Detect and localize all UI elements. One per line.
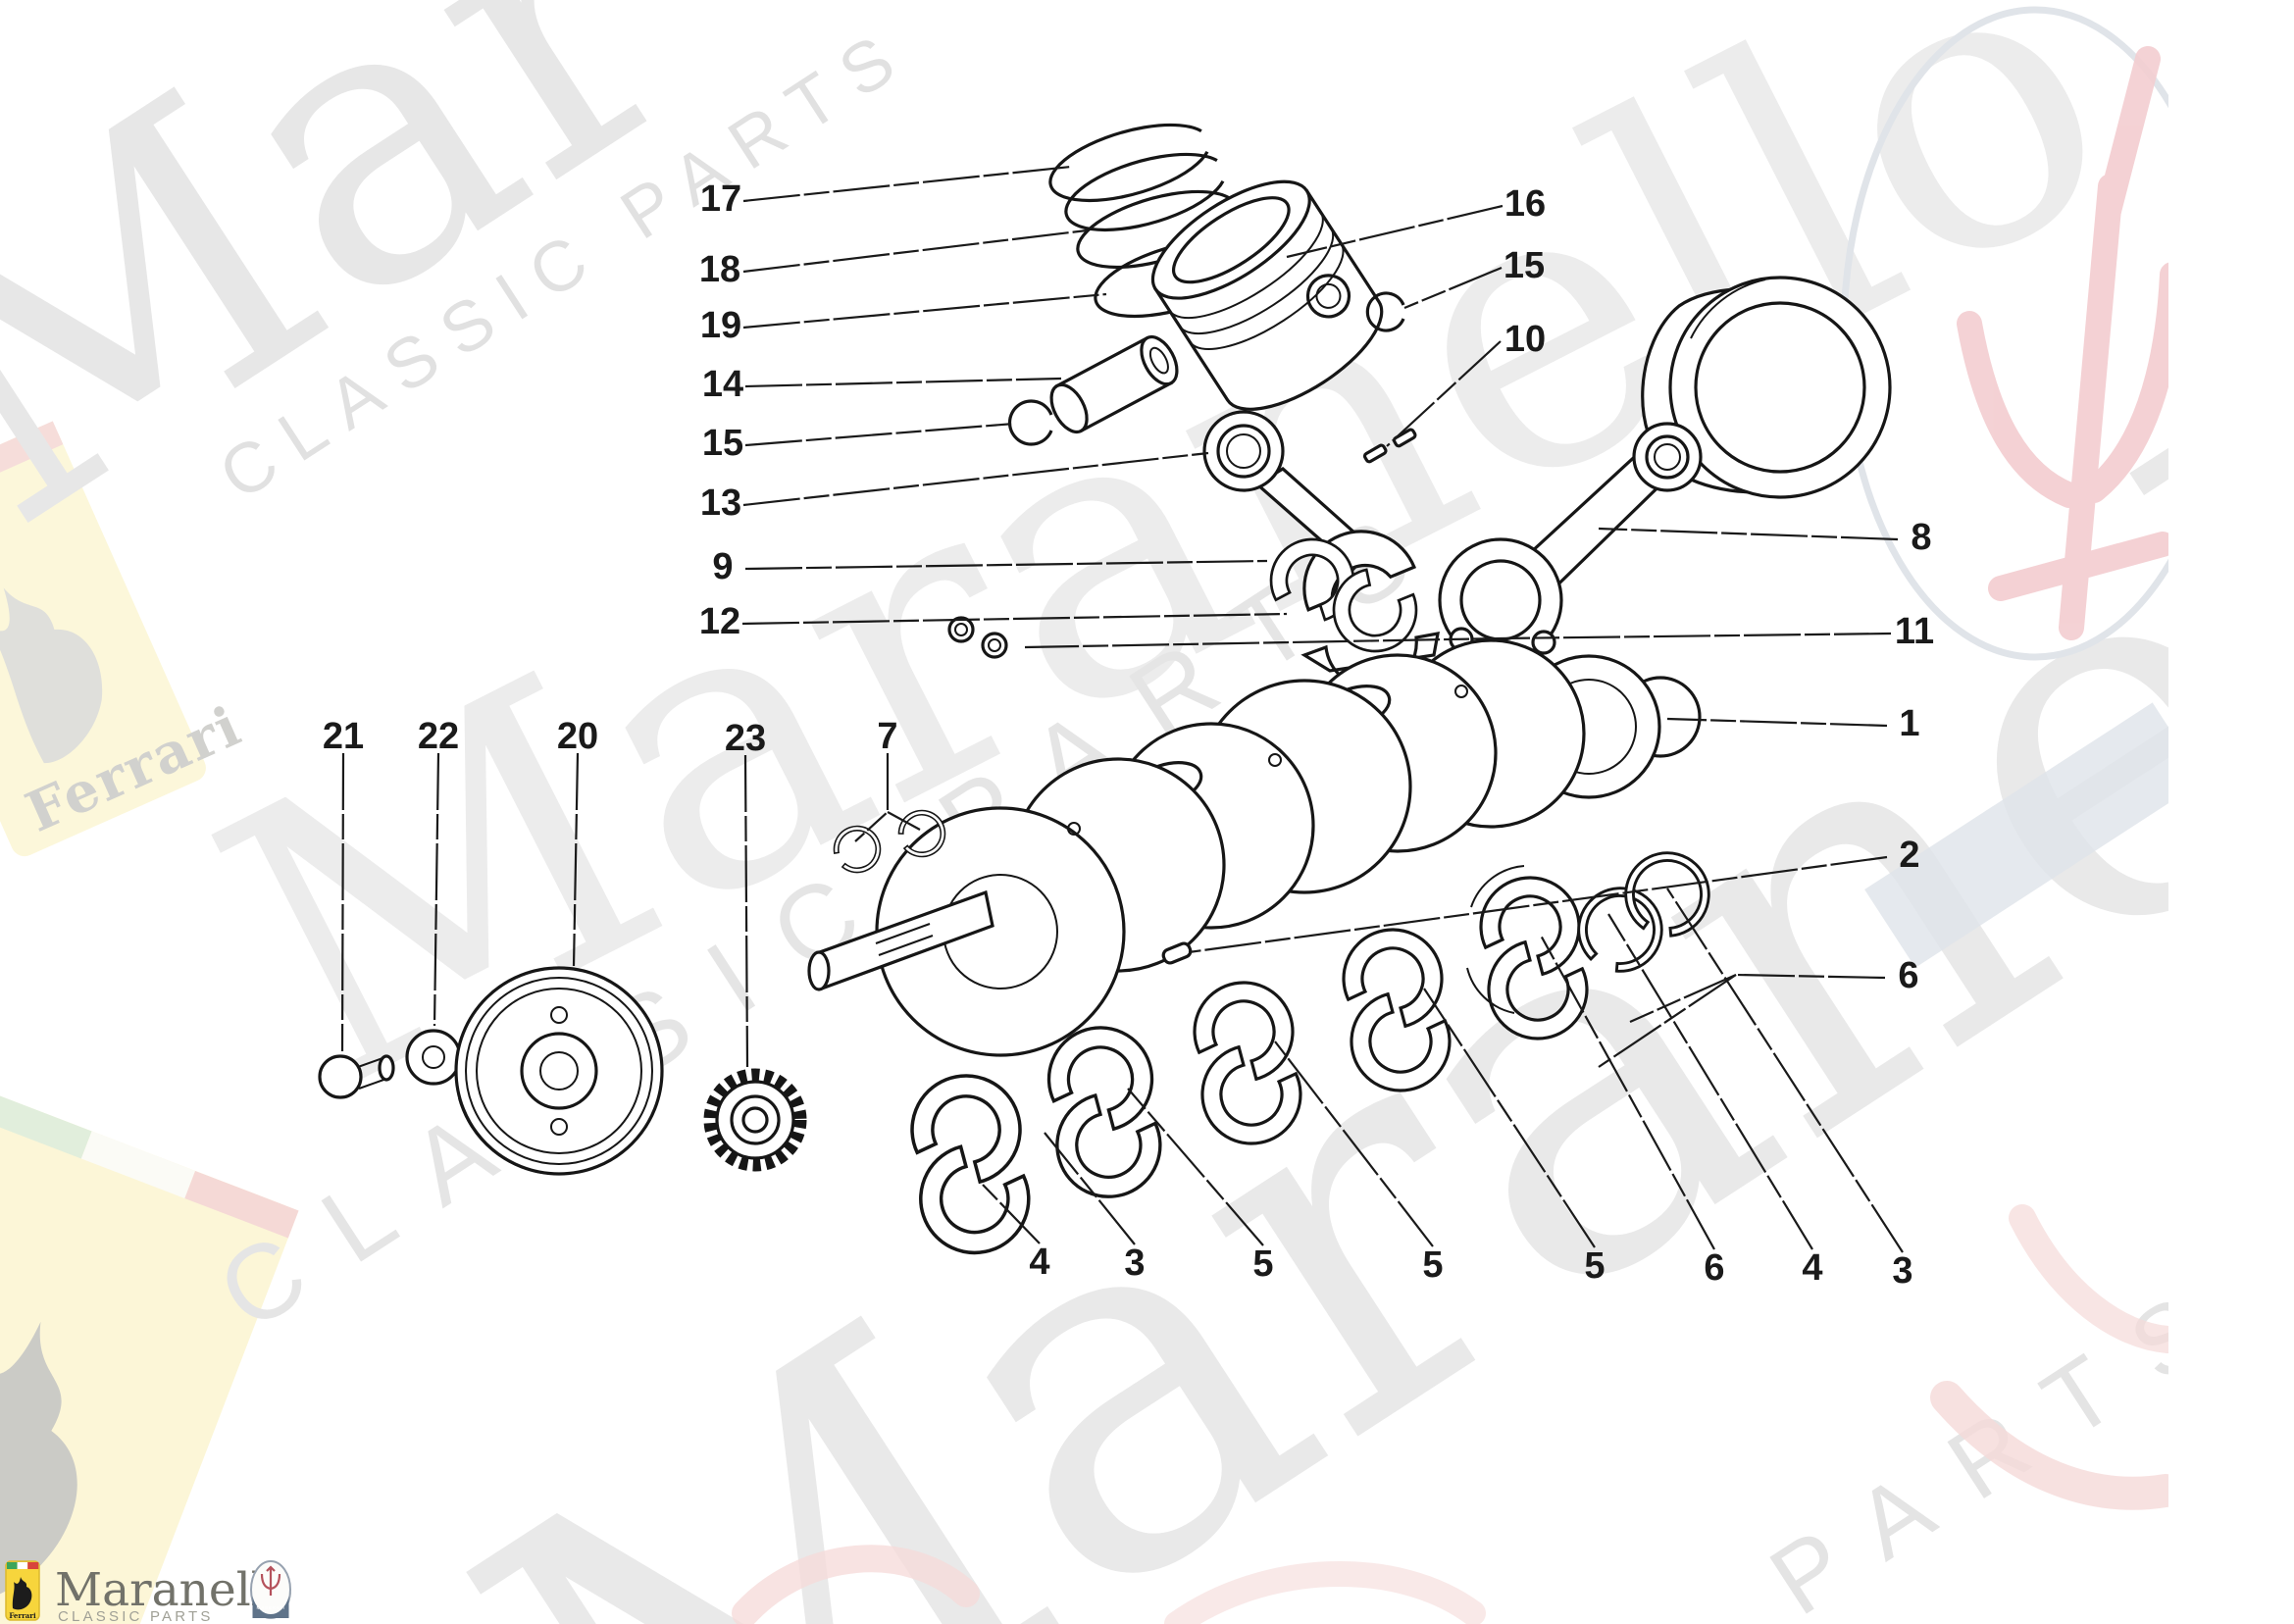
callout-5a: 5 (1252, 1243, 1273, 1285)
callout-20: 20 (557, 716, 598, 757)
circlip-left (1007, 399, 1053, 446)
callout-3b: 3 (1892, 1250, 1912, 1292)
callout-2: 2 (1899, 835, 1919, 876)
callout-23: 23 (725, 718, 766, 759)
illustration-layer: 17 18 19 14 15 13 9 12 16 15 10 8 11 1 2… (318, 123, 1934, 1292)
connecting-rod-right (1438, 422, 1703, 663)
callout-13: 13 (700, 482, 741, 524)
faded-maserati-badge (1840, 6, 2168, 968)
small-end-bush (1216, 424, 1271, 479)
callout-16: 16 (1504, 183, 1546, 225)
damper-group (318, 966, 807, 1176)
callout-15: 15 (702, 423, 743, 464)
callout-4b: 4 (1802, 1247, 1822, 1289)
callout-4a: 4 (1029, 1242, 1049, 1283)
watermark-mar: Mar (0, 0, 753, 613)
ferrari-shield-icon: Ferrari (5, 1560, 40, 1621)
rod-bolts (1362, 428, 1417, 464)
piston-left (1150, 179, 1384, 411)
callout-9: 9 (712, 546, 733, 587)
callouts: 17 18 19 14 15 13 9 12 16 15 10 8 11 1 2… (323, 178, 1934, 1292)
callout-5b: 5 (1422, 1244, 1443, 1286)
callout-12: 12 (699, 601, 740, 642)
vibration-damper (454, 966, 664, 1176)
trident-icon (260, 1565, 281, 1596)
maserati-badge-icon: MASERATI (250, 1560, 291, 1619)
callout-6: 6 (1898, 955, 1918, 996)
callout-1: 1 (1899, 703, 1919, 744)
callout-17: 17 (700, 178, 741, 220)
flanged-main-bearing (1466, 862, 1599, 1055)
main-bearing-row (899, 841, 1720, 1270)
callout-19: 19 (700, 305, 741, 346)
timing-gear (703, 1068, 807, 1172)
piston-right-crown (1668, 276, 1892, 499)
piston-pin (1049, 334, 1179, 434)
damper-washer (405, 1029, 462, 1086)
woodruff-key (1161, 941, 1193, 965)
callout-7: 7 (877, 716, 897, 757)
callout-14: 14 (702, 364, 743, 405)
callout-8: 8 (1911, 517, 1931, 558)
piston-right-assembly (1438, 276, 1892, 663)
callout-22: 22 (418, 716, 459, 757)
crankshaft (807, 638, 1702, 1057)
maserati-wordmark: MASERATI (257, 1605, 285, 1611)
ferrari-wordmark: Ferrari (9, 1611, 36, 1620)
callout-6b: 6 (1704, 1247, 1724, 1289)
callout-5c: 5 (1584, 1245, 1605, 1287)
faded-trident-icon (1957, 46, 2168, 640)
damper-bolt (318, 1054, 395, 1099)
callout-18: 18 (699, 249, 740, 290)
faded-ferrari-badge-bottom (0, 1091, 299, 1624)
callout-11: 11 (1895, 611, 1934, 652)
circlip-right (1365, 291, 1405, 332)
maranello-classic-parts-logo: Ferrari Maranello CLASSIC PARTS MASERATI (5, 1560, 293, 1624)
pink-watermark-strokes (732, 1204, 2168, 1624)
logo-tagline: CLASSIC PARTS (58, 1608, 214, 1624)
callout-21: 21 (323, 716, 364, 757)
leader-lines (340, 165, 1904, 1253)
callout-15b: 15 (1504, 245, 1545, 286)
callout-3a: 3 (1124, 1243, 1145, 1284)
callout-10: 10 (1504, 319, 1546, 360)
